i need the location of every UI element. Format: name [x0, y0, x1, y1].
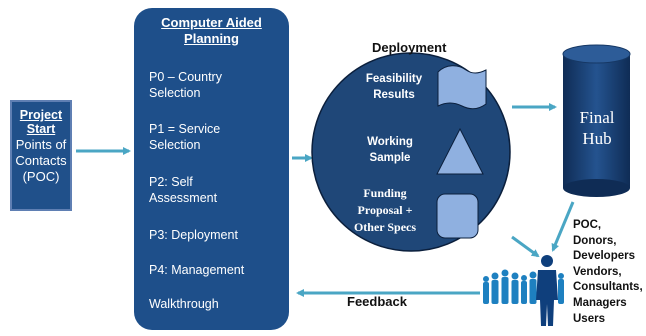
project-start-body-line1: Points of	[15, 137, 67, 152]
project-start-title-line1: Project	[19, 108, 63, 122]
feasibility-label: Feasibility Results	[360, 71, 428, 103]
planning-step-p3: P3: Deployment	[149, 227, 284, 243]
rounded-square-icon	[436, 193, 479, 239]
step-line: P3: Deployment	[149, 228, 238, 242]
step-line: Walkthrough	[149, 297, 219, 311]
step-line: P2: Self	[149, 175, 193, 189]
hub-line1: Final	[579, 108, 615, 127]
arrow-hub-to-stakeholders	[551, 201, 575, 252]
planning-panel: Computer Aided Planning P0 – Country Sel…	[134, 8, 289, 330]
stakeholder-item: Consultants,	[573, 281, 643, 294]
project-start-body-line3: (POC)	[22, 169, 60, 184]
step-line: Selection	[149, 138, 201, 152]
stakeholder-item: Vendors,	[573, 265, 622, 278]
step-line: P1 = Service	[149, 122, 221, 136]
stakeholder-item: Managers	[573, 296, 627, 309]
hub-line2: Hub	[582, 129, 612, 148]
working-sample-label: Working Sample	[360, 134, 420, 166]
stakeholder-item: Developers	[573, 250, 636, 263]
step-line: Assessment	[149, 191, 218, 205]
people-group-icon	[483, 269, 564, 304]
arrow-deployment-to-stakeholders	[511, 235, 540, 258]
stakeholder-item: POC,	[573, 219, 602, 231]
feedback-label: Feedback	[347, 294, 407, 309]
step-line: P4: Management	[149, 263, 245, 277]
project-start-title-line2: Start	[26, 122, 56, 136]
funding-label: Funding Proposal + Other Specs	[342, 185, 428, 236]
stakeholders-list: POC, Donors, Developers Vendors, Consult…	[573, 218, 643, 327]
deployment-label: Deployment	[372, 40, 447, 55]
feasibility-line2: Results	[373, 89, 415, 101]
planning-step-p2: P2: Self Assessment	[149, 174, 284, 206]
project-start-body-line2: Contacts	[15, 153, 67, 168]
working-sample-line2: Sample	[369, 152, 411, 164]
project-start-box: Project Start Points of Contacts (POC)	[10, 100, 72, 211]
final-hub-cylinder	[562, 44, 631, 197]
triangle-icon	[436, 127, 484, 175]
wave-flag-icon	[437, 65, 487, 110]
planning-title-line2: Planning	[184, 31, 239, 46]
funding-line2: Proposal +	[357, 203, 413, 217]
stakeholder-item: Users	[573, 312, 605, 325]
working-sample-line1: Working	[367, 136, 413, 148]
planning-step-p0: P0 – Country Selection	[149, 69, 284, 101]
planning-step-p4: P4: Management	[149, 262, 284, 278]
planning-title: Computer Aided Planning	[134, 15, 289, 47]
feasibility-line1: Feasibility	[365, 73, 423, 85]
planning-step-p1: P1 = Service Selection	[149, 121, 284, 153]
funding-line1: Funding	[363, 186, 407, 200]
final-hub-label: Final Hub	[562, 107, 632, 149]
funding-line3: Other Specs	[353, 220, 417, 234]
stakeholder-item: Donors,	[573, 234, 617, 247]
planning-title-line1: Computer Aided	[161, 15, 262, 30]
person-main-icon	[536, 255, 558, 326]
step-line: P0 – Country	[149, 70, 222, 84]
step-line: Selection	[149, 86, 201, 100]
planning-step-walkthrough: Walkthrough	[149, 296, 284, 312]
